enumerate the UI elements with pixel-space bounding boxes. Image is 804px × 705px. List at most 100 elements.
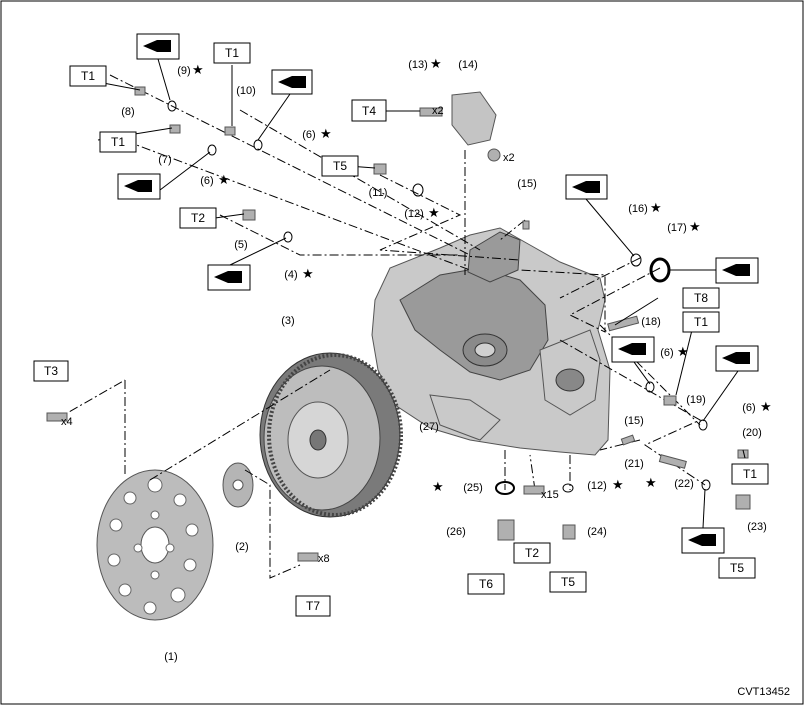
svg-text:T5: T5 xyxy=(333,159,347,173)
oil-can-icon xyxy=(681,527,725,554)
oil-can-icon xyxy=(207,264,251,291)
figure-code: CVT13452 xyxy=(737,686,790,698)
torque-box-t5: T5 xyxy=(321,155,359,177)
replace-star-icons: ★ ★ ★ ★ ★ ★ ★ ★ ★ ★ ★ ★ ★ xyxy=(192,57,772,495)
svg-text:T8: T8 xyxy=(694,291,708,305)
oil-can-icons xyxy=(117,33,759,554)
torque-box-t6: T6 xyxy=(467,573,505,595)
callout-11: (11) xyxy=(369,187,388,199)
oil-can-icon xyxy=(117,173,161,200)
torque-box-t2: T2 xyxy=(513,542,551,564)
callout-16: (16) xyxy=(628,203,648,215)
callout-3: (3) xyxy=(281,315,294,327)
replace-star-icon: ★ xyxy=(645,476,657,491)
torque-box-t1: T1 xyxy=(213,42,251,64)
callout-18: (18) xyxy=(641,316,661,328)
svg-text:T2: T2 xyxy=(191,211,205,225)
torque-box-t1: T1 xyxy=(682,311,720,333)
small-parts xyxy=(46,86,751,562)
callout-6: (6) xyxy=(302,129,315,141)
svg-text:T7: T7 xyxy=(306,599,320,613)
svg-text:T6: T6 xyxy=(479,577,493,591)
oil-can-icon xyxy=(715,257,759,284)
callout-numbers: (1) (2) (3) (4) (5) (6) (6) (6) (6) (7) … xyxy=(121,59,767,663)
callout-17: (17) xyxy=(667,222,687,234)
torque-box-t3: T3 xyxy=(33,360,69,382)
replace-star-icon: ★ xyxy=(760,400,772,415)
callout-6: (6) xyxy=(660,347,673,359)
callout-26: (26) xyxy=(446,526,466,538)
callout-15: (15) xyxy=(624,415,644,427)
callout-22: (22) xyxy=(674,478,694,490)
quantity-t2: x15 xyxy=(541,489,559,501)
drive-plate-assembly xyxy=(259,352,403,518)
drive-plate xyxy=(96,469,214,621)
replace-star-icon: ★ xyxy=(677,345,689,360)
replace-star-icon: ★ xyxy=(218,173,230,188)
callout-27: (27) xyxy=(419,421,439,433)
callout-19: (19) xyxy=(686,394,706,406)
torque-box-t7: T7 xyxy=(295,595,331,617)
callout-2: (2) xyxy=(235,541,248,553)
torque-box-t5: T5 xyxy=(549,571,587,593)
quantity-14: x2 xyxy=(503,152,515,164)
svg-text:T4: T4 xyxy=(362,104,376,118)
svg-text:T1: T1 xyxy=(225,46,239,60)
callout-7: (7) xyxy=(158,154,171,166)
callout-6: (6) xyxy=(742,402,755,414)
o-rings xyxy=(167,100,711,495)
replace-star-icon: ★ xyxy=(432,480,444,495)
callout-20: (20) xyxy=(742,427,762,439)
callout-10: (10) xyxy=(236,85,256,97)
quantity-13: x2 xyxy=(432,105,444,117)
svg-text:T1: T1 xyxy=(111,135,125,149)
svg-text:T5: T5 xyxy=(561,575,575,589)
quantity-labels: x2 x2 x4 x8 x15 xyxy=(61,105,559,565)
replace-star-icon: ★ xyxy=(192,63,204,78)
svg-text:T2: T2 xyxy=(525,546,539,560)
oil-can-icon xyxy=(611,336,655,363)
replace-star-icon: ★ xyxy=(302,267,314,282)
quantity-t7: x8 xyxy=(318,553,330,565)
callout-25: (25) xyxy=(463,482,483,494)
svg-text:T1: T1 xyxy=(743,467,757,481)
replace-star-icon: ★ xyxy=(430,57,442,72)
torque-box-t4: T4 xyxy=(351,99,387,122)
callout-24: (24) xyxy=(587,526,607,538)
svg-text:T1: T1 xyxy=(694,315,708,329)
torque-box-t2: T2 xyxy=(179,207,217,229)
callout-5: (5) xyxy=(234,239,247,251)
oil-can-icon xyxy=(565,174,608,200)
callout-4: (4) xyxy=(284,269,297,281)
quantity-t3: x4 xyxy=(61,416,73,428)
torque-box-t1: T1 xyxy=(731,463,769,485)
svg-text:T5: T5 xyxy=(730,561,744,575)
replace-star-icon: ★ xyxy=(650,201,662,216)
callout-15: (15) xyxy=(517,178,537,190)
callout-12: (12) xyxy=(404,208,424,220)
spacer-plate xyxy=(222,462,254,508)
torque-box-t8: T8 xyxy=(682,287,720,309)
callout-9: (9) xyxy=(177,65,190,77)
callout-13: (13) xyxy=(408,59,428,71)
callout-21: (21) xyxy=(624,458,644,470)
torque-box-t5: T5 xyxy=(718,557,756,579)
oil-can-icon xyxy=(715,345,759,372)
replace-star-icon: ★ xyxy=(612,478,624,493)
torque-box-t1: T1 xyxy=(69,65,107,87)
transmission-case xyxy=(371,227,611,456)
callout-8: (8) xyxy=(121,106,134,118)
torque-boxes: T1 T1 T1 T1 T1 T2 T2 T3 T4 T5 T5 T5 T6 T… xyxy=(33,42,769,617)
callout-23: (23) xyxy=(747,521,767,533)
callout-1: (1) xyxy=(164,651,177,663)
svg-text:T1: T1 xyxy=(81,69,95,83)
oil-can-icon xyxy=(136,33,180,60)
callout-12: (12) xyxy=(587,480,607,492)
oil-can-icon xyxy=(271,69,313,95)
replace-star-icon: ★ xyxy=(320,127,332,142)
callout-14: (14) xyxy=(458,59,478,71)
replace-star-icon: ★ xyxy=(428,206,440,221)
svg-text:T3: T3 xyxy=(44,364,58,378)
